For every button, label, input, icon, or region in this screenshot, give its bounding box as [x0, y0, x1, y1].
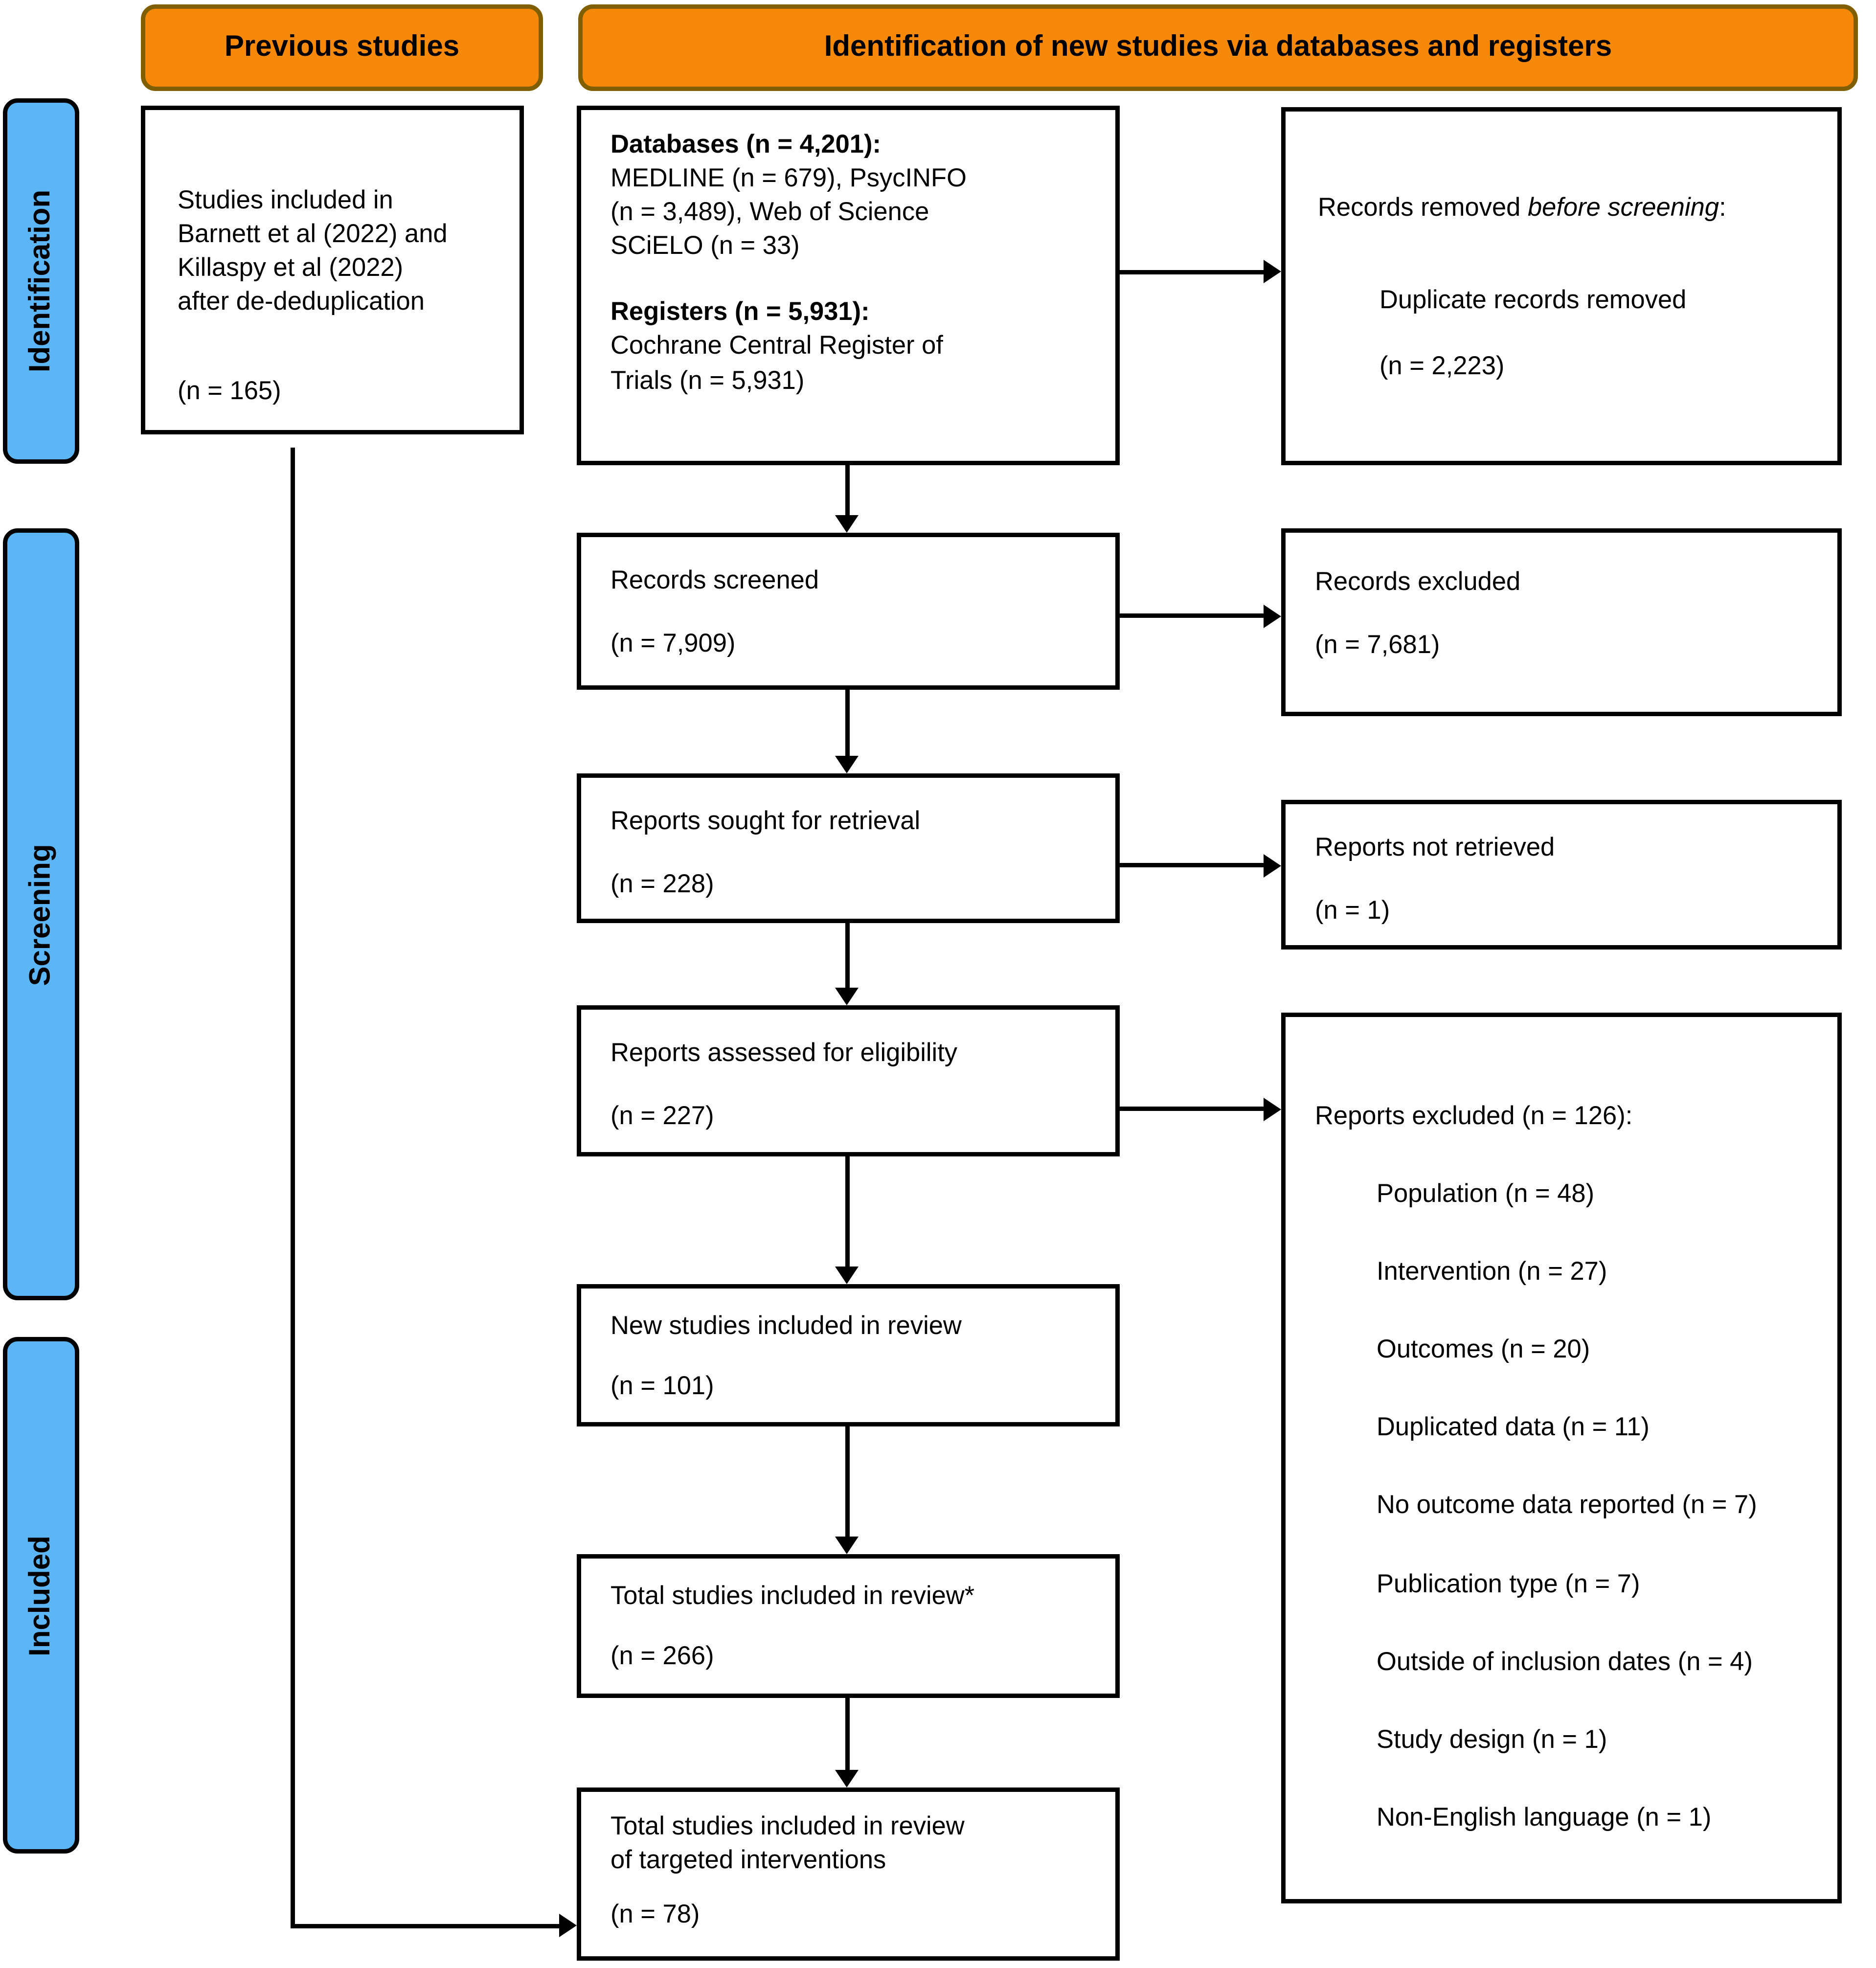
right-arrow-icon — [1264, 854, 1281, 878]
excluded-reason-item: Study design (n = 1) — [1377, 1724, 1607, 1754]
right-arrow-icon — [1264, 605, 1281, 628]
records-removed-heading-italic: before screening — [1527, 192, 1719, 222]
down-arrow-icon — [835, 515, 859, 533]
right-arrow-shaft — [1120, 1107, 1265, 1111]
new-studies-included-box: New studies included in review (n = 101) — [577, 1284, 1120, 1426]
excluded-reason-item: Publication type (n = 7) — [1377, 1568, 1640, 1598]
previous-studies-line: Studies included in — [178, 185, 393, 214]
previous-studies-connector-horizontal — [291, 1924, 559, 1928]
down-arrow-shaft — [845, 923, 850, 988]
header-identification-label: Identification of new studies via databa… — [824, 31, 1612, 63]
reports-not-retrieved-count: (n = 1) — [1315, 895, 1390, 925]
down-arrow-icon — [835, 756, 859, 773]
header-previous-studies-label: Previous studies — [224, 31, 460, 63]
previous-studies-box: Studies included in Barnett et al (2022)… — [141, 106, 524, 434]
reports-not-retrieved-box: Reports not retrieved (n = 1) — [1281, 800, 1842, 950]
reports-assessed-count: (n = 227) — [610, 1101, 714, 1131]
records-removed-heading-colon: : — [1719, 192, 1726, 222]
databases-heading: Databases (n = 4,201): — [610, 129, 881, 158]
duplicate-records-count: (n = 2,223) — [1379, 351, 1505, 381]
down-arrow-shaft — [845, 1156, 850, 1267]
total-targeted-line: of targeted interventions — [610, 1845, 886, 1875]
databases-line: SCiELO (n = 33) — [610, 230, 800, 260]
records-removed-heading-prefix: Records removed — [1318, 192, 1528, 222]
reports-assessed-label: Reports assessed for eligibility — [610, 1038, 958, 1067]
header-identification-new-studies: Identification of new studies via databa… — [578, 4, 1858, 91]
records-removed-box: Records removed before screening: Duplic… — [1281, 107, 1842, 465]
right-arrow-icon — [1264, 1098, 1281, 1121]
right-arrow-icon — [559, 1914, 577, 1937]
down-arrow-icon — [835, 1770, 859, 1787]
reports-sought-label: Reports sought for retrieval — [610, 806, 921, 835]
previous-studies-count: (n = 165) — [178, 376, 281, 406]
sidebar-screening-label: Screening — [24, 843, 57, 986]
sidebar-included-label: Included — [24, 1535, 57, 1656]
excluded-reason-item: Duplicated data (n = 11) — [1377, 1412, 1650, 1442]
down-arrow-shaft — [845, 1698, 850, 1770]
reports-excluded-box: Reports excluded (n = 126): Population (… — [1281, 1013, 1842, 1903]
registers-line: Trials (n = 5,931) — [610, 364, 805, 394]
excluded-reason-item: Non-English language (n = 1) — [1377, 1802, 1712, 1832]
total-targeted-interventions-box: Total studies included in review of targ… — [577, 1787, 1120, 1961]
sidebar-identification-label: Identification — [24, 189, 57, 373]
down-arrow-icon — [835, 988, 859, 1005]
databases-line: MEDLINE (n = 679), PsycINFO — [610, 163, 967, 193]
right-arrow-shaft — [1120, 270, 1265, 274]
new-studies-label: New studies included in review — [610, 1311, 962, 1340]
down-arrow-shaft — [845, 1426, 850, 1537]
registers-heading: Registers (n = 5,931): — [610, 297, 870, 327]
reports-not-retrieved-label: Reports not retrieved — [1315, 832, 1555, 861]
duplicate-records-item: Duplicate records removed — [1379, 285, 1687, 315]
excluded-reason-item: Population (n = 48) — [1377, 1178, 1595, 1208]
records-removed-heading: Records removed before screening: — [1318, 191, 1820, 225]
total-targeted-count: (n = 78) — [610, 1899, 700, 1929]
excluded-reason-item: No outcome data reported (n = 7) — [1377, 1490, 1757, 1520]
reports-assessed-box: Reports assessed for eligibility (n = 22… — [577, 1005, 1120, 1156]
total-studies-review-count: (n = 266) — [610, 1641, 714, 1671]
total-studies-review-box: Total studies included in review* (n = 2… — [577, 1554, 1120, 1698]
total-targeted-line: Total studies included in review — [610, 1811, 965, 1840]
total-studies-review-label: Total studies included in review* — [610, 1581, 975, 1610]
records-screened-box: Records screened (n = 7,909) — [577, 533, 1120, 690]
records-screened-count: (n = 7,909) — [610, 628, 736, 658]
previous-studies-line: after de-deduplication — [178, 286, 425, 316]
previous-studies-connector-vertical — [291, 448, 295, 1927]
reports-sought-box: Reports sought for retrieval (n = 228) — [577, 773, 1120, 923]
records-excluded-box: Records excluded (n = 7,681) — [1281, 528, 1842, 716]
records-excluded-count: (n = 7,681) — [1315, 630, 1440, 659]
right-arrow-icon — [1264, 260, 1281, 283]
down-arrow-icon — [835, 1537, 859, 1554]
previous-studies-line: Killaspy et al (2022) — [178, 252, 404, 282]
new-studies-count: (n = 101) — [610, 1371, 714, 1401]
excluded-reason-item: Intervention (n = 27) — [1377, 1256, 1607, 1286]
excluded-reason-item: Outcomes (n = 20) — [1377, 1334, 1590, 1364]
records-screened-label: Records screened — [610, 565, 819, 594]
databases-line: (n = 3,489), Web of Science — [610, 197, 929, 226]
registers-line: Cochrane Central Register of — [610, 331, 943, 361]
header-previous-studies: Previous studies — [141, 4, 543, 91]
down-arrow-shaft — [845, 465, 850, 515]
right-arrow-shaft — [1120, 863, 1265, 867]
down-arrow-icon — [835, 1267, 859, 1284]
right-arrow-shaft — [1120, 613, 1265, 618]
sidebar-stage-identification: Identification — [3, 98, 79, 464]
reports-sought-count: (n = 228) — [610, 869, 714, 899]
excluded-reason-item: Outside of inclusion dates (n = 4) — [1377, 1646, 1753, 1675]
databases-registers-box: Databases (n = 4,201): MEDLINE (n = 679)… — [577, 106, 1120, 465]
records-excluded-label: Records excluded — [1315, 566, 1521, 596]
reports-excluded-heading: Reports excluded (n = 126): — [1315, 1101, 1633, 1130]
sidebar-stage-screening: Screening — [3, 528, 79, 1300]
down-arrow-shaft — [845, 690, 850, 756]
previous-studies-line: Barnett et al (2022) and — [178, 219, 448, 249]
sidebar-stage-included: Included — [3, 1337, 79, 1854]
